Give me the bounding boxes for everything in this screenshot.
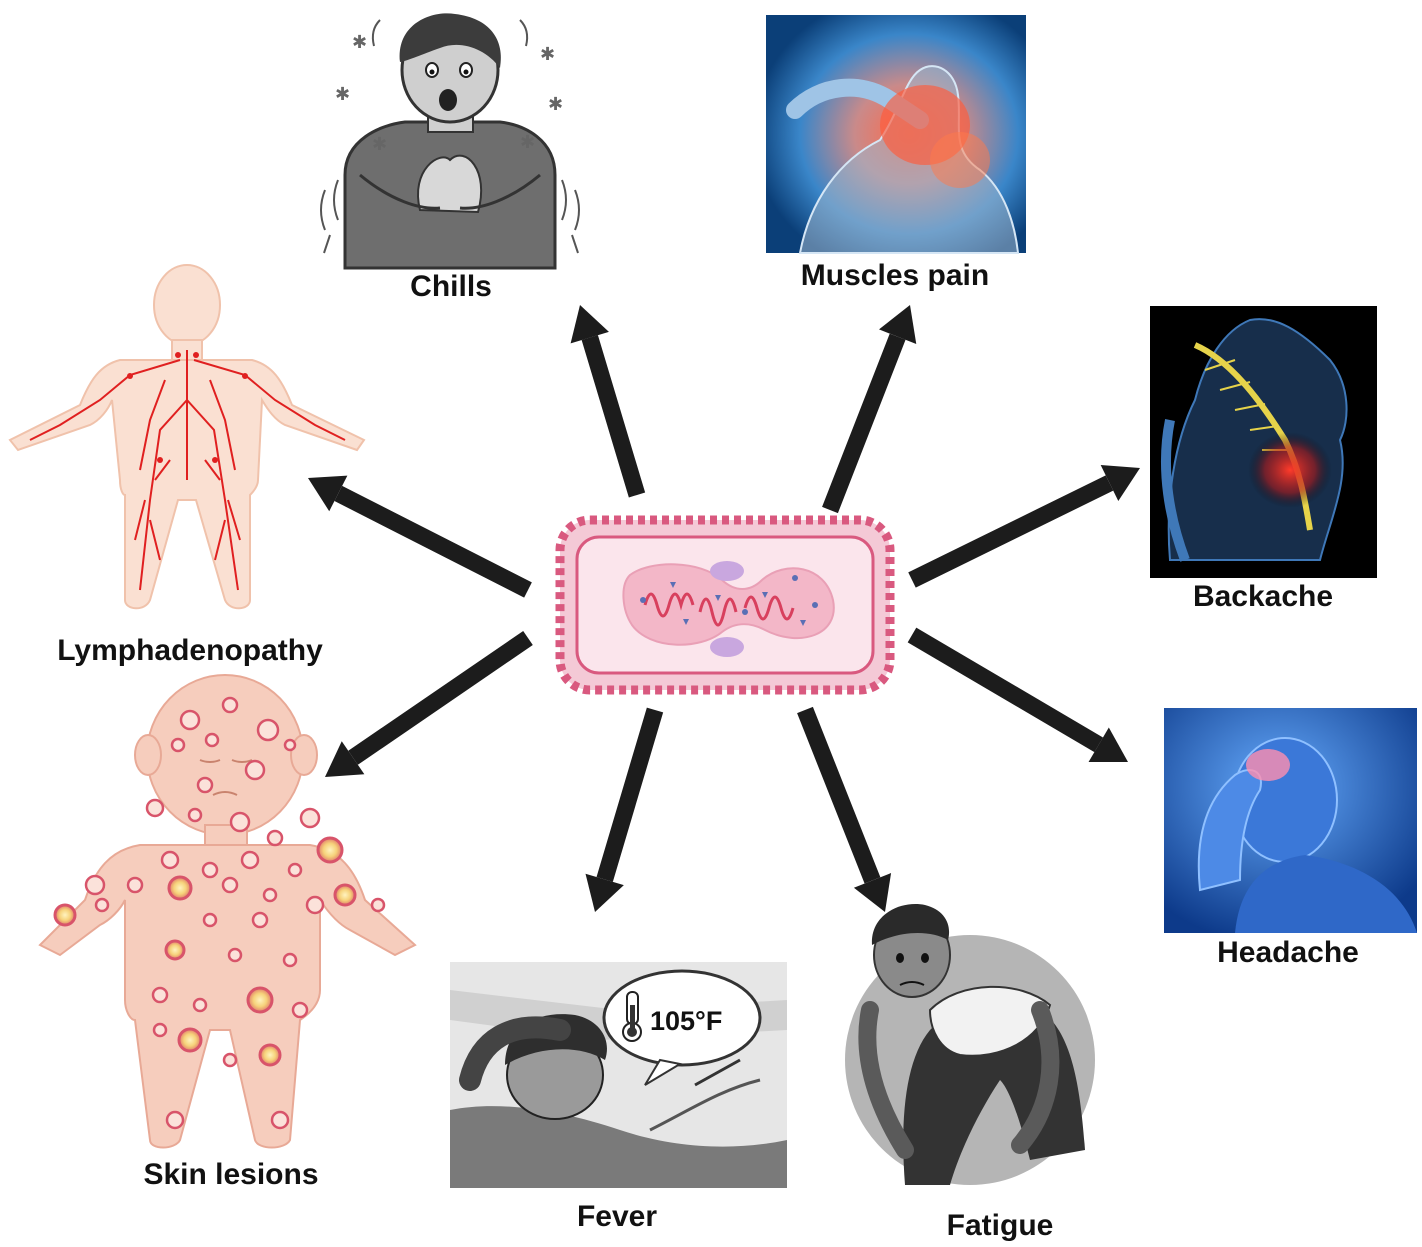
lesion-7 (283, 738, 297, 752)
arrow-head-muscles (879, 305, 917, 344)
lesion-13 (316, 836, 344, 864)
lesion-23 (221, 876, 239, 894)
symptom-label-chills: Chills (410, 270, 492, 303)
lesion-33 (151, 986, 169, 1004)
svg-text:✱: ✱ (520, 132, 535, 153)
arrow-shaft-muscles (822, 333, 906, 514)
lesion-0 (179, 709, 201, 731)
pathogen-cell (555, 515, 895, 695)
lesion-12 (299, 807, 321, 829)
lesion-34 (192, 997, 208, 1013)
lesion-40 (222, 1052, 238, 1068)
lesion-21 (94, 897, 110, 913)
arrow-head-fever (585, 873, 624, 912)
symptom-label-lymphadenopathy: Lymphadenopathy (57, 634, 323, 667)
lesion-5 (196, 776, 214, 794)
lesion-11 (266, 829, 284, 847)
arrow-head-fatigue (853, 873, 892, 912)
backache-illustration (1150, 306, 1377, 578)
lesion-24 (262, 887, 278, 903)
arrow-head-chills (570, 305, 609, 344)
svg-text:✱: ✱ (372, 134, 387, 155)
svg-text:✱: ✱ (352, 32, 367, 53)
lesion-19 (84, 874, 106, 896)
arrow-shaft-backache (908, 475, 1114, 588)
lesion-37 (177, 1027, 203, 1053)
lesion-3 (204, 732, 220, 748)
symptom-label-skin-lesions: Skin lesions (143, 1158, 318, 1191)
skin-lesions-illustration (38, 674, 417, 1149)
svg-text:✱: ✱ (335, 84, 350, 105)
symptom-label-fever: Fever (577, 1200, 657, 1233)
arrows (308, 305, 1140, 912)
lesion-20 (53, 903, 77, 927)
lesion-39 (152, 1022, 168, 1038)
lesion-32 (282, 952, 298, 968)
fever-illustration: 105°F (450, 962, 787, 1188)
lesion-17 (160, 850, 180, 870)
lesion-18 (126, 876, 144, 894)
lesion-15 (240, 850, 260, 870)
lesion-30 (164, 939, 186, 961)
svg-text:✱: ✱ (540, 44, 555, 65)
lesion-25 (305, 895, 325, 915)
lesion-4 (244, 759, 266, 781)
lesion-28 (202, 912, 218, 928)
arrow-head-lymph (308, 475, 348, 512)
arrow-head-backache (1100, 465, 1140, 501)
headache-illustration (1164, 708, 1417, 933)
svg-text:✱: ✱ (548, 94, 563, 115)
lesion-35 (246, 986, 274, 1014)
lesion-9 (187, 807, 203, 823)
lesion-1 (221, 696, 239, 714)
arrow-shaft-headache (907, 627, 1103, 753)
symptom-label-headache: Headache (1217, 936, 1359, 969)
lesion-10 (229, 811, 251, 833)
lymphadenopathy-illustration (8, 264, 366, 610)
symptom-label-muscles-pain: Muscles pain (801, 259, 989, 292)
arrow-shaft-skin (348, 630, 533, 765)
arrow-shaft-lymph (334, 485, 532, 598)
lesion-36 (291, 1001, 309, 1019)
symptom-label-fatigue: Fatigue (947, 1209, 1054, 1242)
fever-temperature-reading: 105°F (650, 1006, 722, 1036)
lesion-2 (256, 718, 280, 742)
arrow-head-skin (325, 741, 365, 777)
lesion-26 (333, 883, 357, 907)
lesion-8 (145, 798, 165, 818)
lesion-41 (165, 1110, 185, 1130)
lesion-42 (270, 1110, 290, 1130)
arrow-head-headache (1088, 727, 1128, 763)
lesion-27 (370, 897, 386, 913)
chills-illustration: ✱ ✱ ✱ ✱ ✱ ✱ (320, 13, 580, 270)
muscles-pain-illustration (766, 15, 1026, 254)
lesion-22 (167, 875, 193, 901)
arrow-shaft-fever (596, 707, 664, 882)
lesion-29 (251, 911, 269, 929)
lesion-6 (170, 737, 186, 753)
symptom-label-backache: Backache (1193, 580, 1333, 613)
lesion-16 (201, 861, 219, 879)
skin-lesions (53, 696, 386, 1130)
fatigue-illustration (845, 904, 1095, 1185)
arrow-shaft-chills (581, 335, 646, 498)
arrow-shaft-fatigue (797, 706, 881, 884)
lesion-38 (258, 1043, 282, 1067)
lesion-31 (227, 947, 243, 963)
lesion-14 (287, 862, 303, 878)
